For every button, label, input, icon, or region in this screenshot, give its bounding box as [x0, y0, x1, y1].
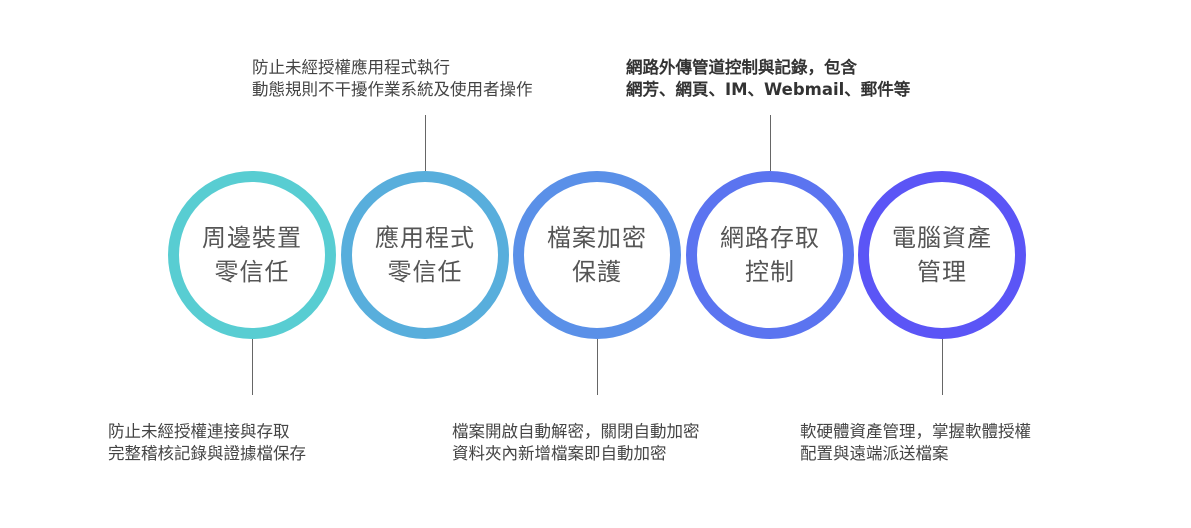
node-label-line2: 保護 [572, 258, 622, 286]
connector-line [252, 339, 253, 395]
node-label-line2: 零信任 [214, 258, 290, 286]
description-peripheral: 防止未經授權連接與存取完整稽核記錄與證據檔保存 [108, 421, 306, 465]
description-line: 防止未經授權連接與存取 [108, 422, 290, 441]
node-label-line1: 周邊裝置 [202, 224, 302, 252]
description-line: 軟硬體資產管理，掌握軟體授權 [800, 422, 1031, 441]
node-label-line1: 應用程式 [375, 224, 475, 252]
description-line: 網芳、網頁、IM、Webmail、郵件等 [626, 80, 911, 99]
node-network-access-control: 網路存取控制 [686, 171, 854, 339]
connector-line [770, 115, 771, 171]
node-label-line2: 管理 [917, 258, 967, 286]
description-line: 動態規則不干擾作業系統及使用者操作 [252, 80, 533, 99]
description-line: 資料夾內新增檔案即自動加密 [452, 444, 667, 463]
node-file-encryption: 檔案加密保護 [513, 171, 681, 339]
connector-line [425, 115, 426, 171]
node-asset-management: 電腦資產管理 [858, 171, 1026, 339]
description-line: 完整稽核記錄與證據檔保存 [108, 444, 306, 463]
description-line: 防止未經授權應用程式執行 [252, 58, 450, 77]
connector-line [597, 339, 598, 395]
description-line: 配置與遠端派送檔案 [800, 444, 949, 463]
description-line: 網路外傳管道控制與記錄，包含 [626, 58, 857, 77]
description-asset: 軟硬體資產管理，掌握軟體授權配置與遠端派送檔案 [800, 421, 1031, 465]
node-label-line1: 檔案加密 [547, 224, 647, 252]
node-label-line2: 控制 [745, 258, 795, 286]
node-application-zero-trust: 應用程式零信任 [341, 171, 509, 339]
node-label-line2: 零信任 [387, 258, 463, 286]
node-label-line1: 電腦資產 [892, 224, 992, 252]
description-file-encryption: 檔案開啟自動解密，關閉自動加密資料夾內新增檔案即自動加密 [452, 421, 700, 465]
node-peripheral-zero-trust: 周邊裝置零信任 [168, 171, 336, 339]
connector-line [942, 339, 943, 395]
description-line: 檔案開啟自動解密，關閉自動加密 [452, 422, 700, 441]
node-label-line1: 網路存取 [720, 224, 820, 252]
description-network: 網路外傳管道控制與記錄，包含網芳、網頁、IM、Webmail、郵件等 [626, 57, 910, 101]
description-application: 防止未經授權應用程式執行動態規則不干擾作業系統及使用者操作 [252, 57, 533, 101]
